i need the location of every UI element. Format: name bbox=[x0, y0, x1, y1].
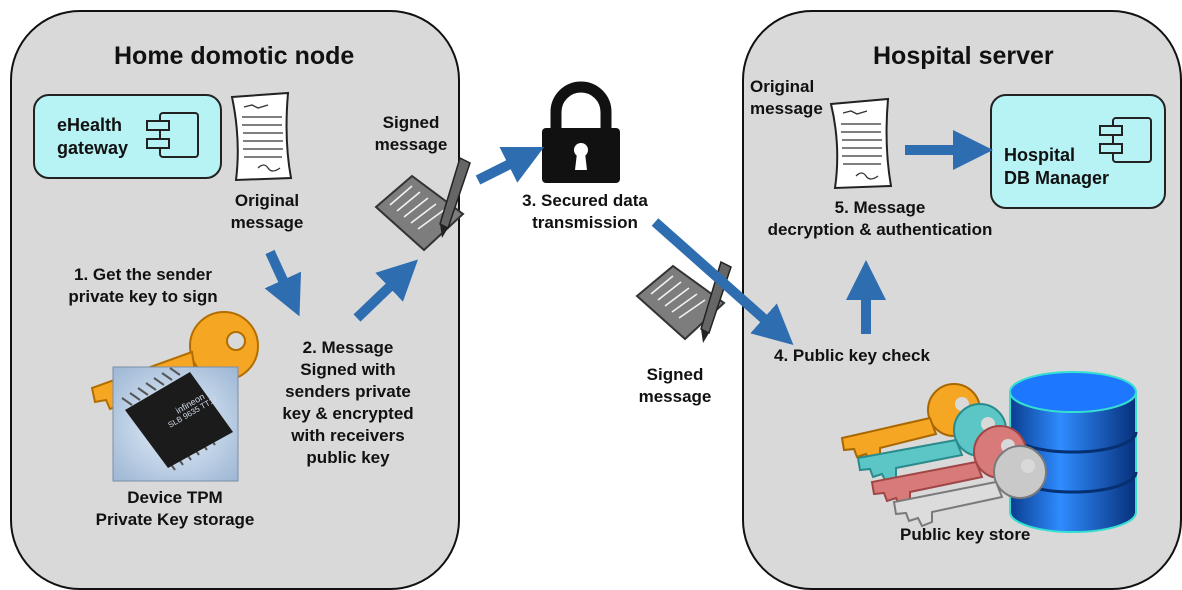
home-signed-message-line2: message bbox=[374, 135, 448, 154]
step1-label: 1. Get the sender private key to sign bbox=[48, 264, 238, 308]
step3-label: 3. Secured data transmission bbox=[510, 190, 660, 234]
step2-line2: Signed with bbox=[300, 360, 396, 379]
component-icon bbox=[1099, 117, 1152, 163]
tpm-chip-image: infineon SLB 9635 TT12 bbox=[112, 366, 239, 482]
step3-line1: 3. Secured data bbox=[522, 191, 648, 210]
step4-label: 4. Public key check bbox=[774, 346, 930, 365]
database-icon bbox=[1008, 371, 1138, 533]
arrow-transmission-to-server bbox=[651, 218, 794, 345]
db-manager-label-1: Hospital bbox=[1004, 145, 1076, 165]
hospital-original-message-label: Original message bbox=[750, 76, 823, 120]
step2-line3: senders private bbox=[285, 382, 411, 401]
step1-line1: 1. Get the sender bbox=[74, 265, 212, 284]
key-icon bbox=[892, 445, 1047, 528]
hospital-original-message-line2: message bbox=[750, 99, 823, 118]
transit-signed-message-label: Signed message bbox=[630, 364, 720, 408]
document-icon bbox=[829, 97, 893, 190]
transit-signed-message-line2: message bbox=[638, 387, 712, 406]
home-original-message-label: Original message bbox=[222, 190, 312, 234]
step3-line2: transmission bbox=[532, 213, 638, 232]
step5-line2: decryption & authentication bbox=[767, 220, 993, 239]
hospital-db-manager-component[interactable]: Hospital DB Manager bbox=[990, 94, 1166, 209]
component-icon bbox=[146, 112, 199, 158]
step5-label: 5. Message decryption & authentication bbox=[760, 197, 1000, 241]
home-node-title: Home domotic node bbox=[114, 42, 355, 70]
step5-line1: 5. Message bbox=[834, 198, 926, 217]
transit-signed-message-line1: Signed bbox=[646, 365, 704, 384]
tpm-line2: Private Key storage bbox=[95, 510, 255, 529]
document-icon bbox=[230, 91, 293, 182]
db-manager-label-2: DB Manager bbox=[1004, 168, 1110, 188]
home-signed-message-line1: Signed bbox=[382, 113, 440, 132]
hospital-original-message-line1: Original bbox=[750, 77, 815, 96]
ehealth-label-1: eHealth bbox=[57, 115, 123, 135]
home-signed-message-label: Signed message bbox=[366, 112, 456, 156]
public-key-store-label: Public key store bbox=[900, 525, 1031, 544]
flow-arrows bbox=[264, 130, 993, 345]
diagram-graphics: infineon SLB 9635 TT12 bbox=[90, 81, 1152, 533]
home-original-message-line1: Original bbox=[234, 191, 300, 210]
step1-line2: private key to sign bbox=[68, 287, 218, 306]
home-original-message-line2: message bbox=[230, 213, 304, 232]
padlock-icon bbox=[542, 81, 620, 183]
signed-document-icon bbox=[374, 156, 471, 252]
step2-line5: with receivers bbox=[291, 426, 405, 445]
step2-line1: 2. Message bbox=[302, 338, 394, 357]
arrow-step2-to-signed bbox=[353, 259, 418, 322]
tpm-label: Device TPM Private Key storage bbox=[90, 487, 260, 531]
key-icon bbox=[840, 383, 981, 464]
arrow-signed-to-lock bbox=[475, 146, 545, 185]
step2-line6: public key bbox=[306, 448, 390, 467]
step2-line4: key & encrypted bbox=[282, 404, 414, 423]
arrow-doc-to-step2 bbox=[264, 249, 302, 317]
ehealth-gateway-component[interactable]: eHealth gateway bbox=[33, 94, 222, 179]
ehealth-label-2: gateway bbox=[57, 138, 129, 158]
step2-label: 2. Message Signed with senders private k… bbox=[278, 337, 418, 469]
tpm-line1: Device TPM bbox=[127, 488, 223, 507]
hospital-server-title: Hospital server bbox=[873, 42, 1054, 70]
